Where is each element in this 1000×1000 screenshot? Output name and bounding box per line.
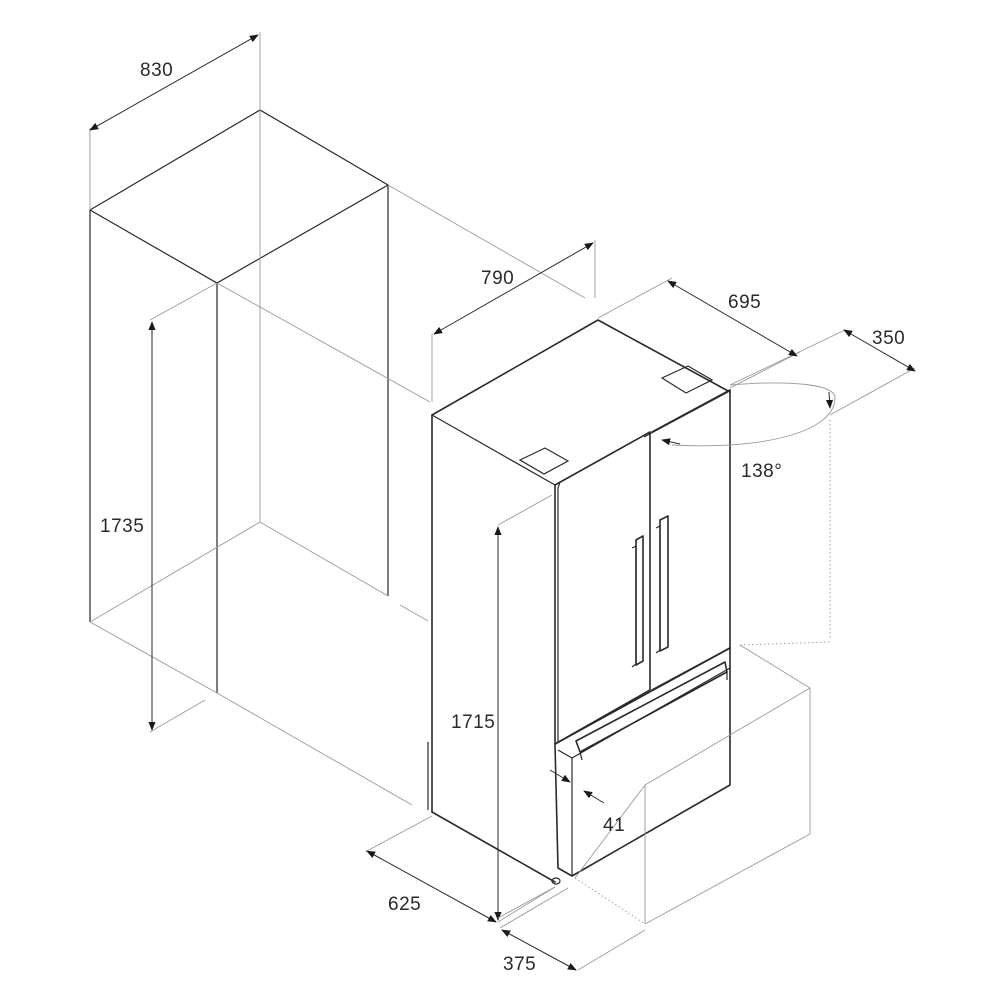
- refrigerator-doors: [518, 365, 731, 885]
- niche-box: [89, 109, 586, 806]
- label-door-clearance: 375: [503, 954, 536, 975]
- label-niche-width: 830: [140, 60, 173, 81]
- refrigerator-body: [427, 319, 731, 883]
- label-door-offset: 41: [603, 815, 625, 836]
- dimension-labels: 830 1735 790 695 350 138° 1715 41 625 37…: [100, 60, 905, 975]
- dimension-lines: [89, 32, 916, 971]
- label-niche-height: 1735: [100, 516, 144, 537]
- label-appliance-width: 695: [728, 292, 761, 313]
- label-appliance-height: 1715: [451, 712, 495, 733]
- label-door-swing-depth: 350: [872, 328, 905, 349]
- label-niche-depth: 790: [481, 268, 514, 289]
- label-appliance-depth: 625: [388, 894, 421, 915]
- swing-clearance-box: [574, 329, 846, 925]
- label-door-angle: 138°: [741, 461, 782, 482]
